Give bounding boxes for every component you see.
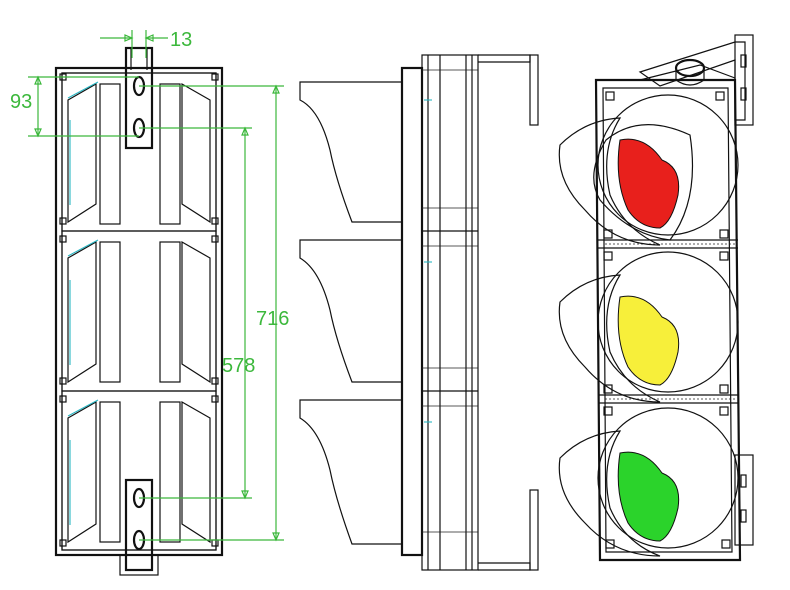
signal-yellow [558, 251, 739, 403]
top-bracket [124, 46, 154, 150]
side-visor-2 [299, 239, 403, 383]
front-module-1 [61, 72, 217, 232]
green-lens [617, 451, 680, 542]
side-bracket-bottom-plate [529, 489, 539, 571]
side-body-front [400, 66, 424, 557]
red-lens [617, 138, 680, 229]
front-frame [54, 66, 224, 557]
side-bracket-bottom [478, 562, 531, 571]
bottom-bracket [124, 478, 154, 572]
signal-red [558, 94, 739, 246]
perspective-view [558, 34, 754, 562]
front-module-2 [61, 230, 217, 392]
side-body [421, 54, 479, 571]
dimension-lines [28, 30, 284, 542]
side-bracket-top-plate [529, 54, 539, 126]
dim-total-height: 716 [256, 308, 289, 330]
side-visor-3 [299, 399, 403, 545]
front-screws [59, 73, 219, 547]
front-module-3 [61, 390, 217, 551]
visor-red [593, 124, 694, 241]
mount-bracket-top [638, 41, 746, 121]
dim-bolt-width: 13 [170, 29, 192, 51]
housing-frame [594, 78, 742, 562]
side-visor-1 [299, 81, 403, 223]
dim-mount-hole-spacing: 578 [222, 355, 255, 377]
front-view: 13 93 716 578 [10, 29, 289, 576]
signal-green [558, 407, 739, 557]
side-view [299, 54, 539, 571]
yellow-lens [617, 295, 680, 386]
dim-top-hole-spacing: 93 [10, 91, 32, 113]
side-bracket-top [478, 54, 531, 63]
